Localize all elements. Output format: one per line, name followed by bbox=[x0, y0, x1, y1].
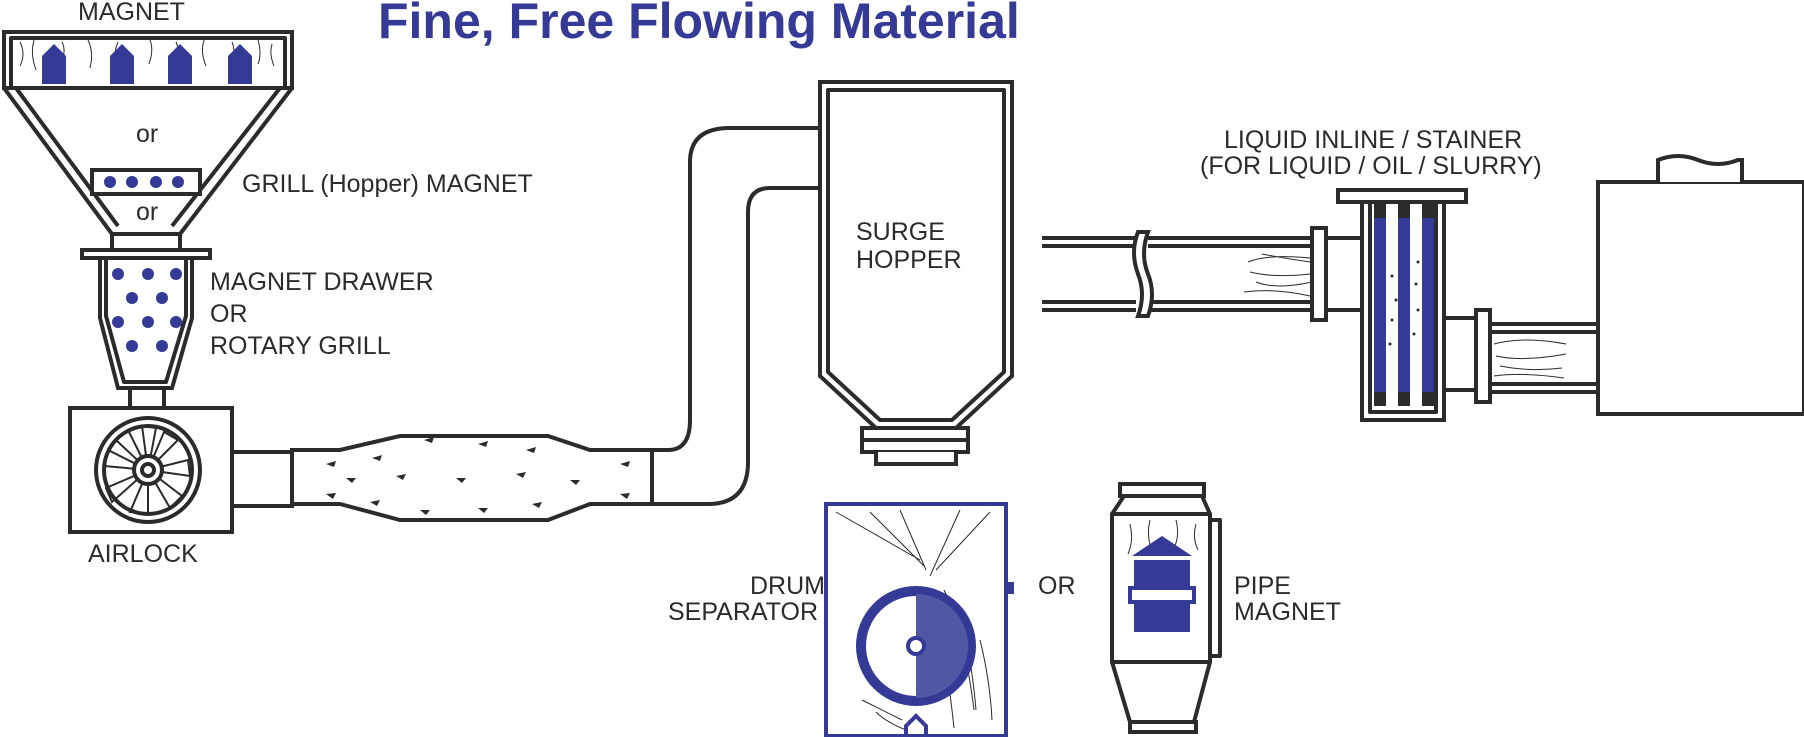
outlet-pipe bbox=[1490, 322, 1598, 394]
airlock-hub bbox=[132, 454, 164, 486]
grill-dot bbox=[104, 176, 116, 188]
magnet-block-4 bbox=[228, 44, 252, 84]
flow-arrows bbox=[326, 437, 630, 515]
drawer-dots bbox=[112, 268, 182, 352]
surge-hopper-inner bbox=[826, 88, 1006, 422]
inlet-stub bbox=[1324, 236, 1364, 312]
hopper-funnel-outer bbox=[2, 86, 294, 236]
pipe-magnet-cone bbox=[1132, 536, 1192, 556]
liquid-label-line2: (FOR LIQUID / OIL / SLURRY) bbox=[1200, 152, 1542, 180]
surge-label-line2: HOPPER bbox=[856, 246, 962, 274]
surge-hopper: SURGE HOPPER bbox=[818, 80, 1014, 466]
diagram-title: Fine, Free Flowing Material bbox=[378, 0, 1020, 49]
drum-outlet bbox=[904, 713, 928, 736]
magnet-block-3 bbox=[168, 44, 192, 84]
magnet-drawer-inner bbox=[104, 258, 188, 384]
drawer-label-line2: OR bbox=[210, 300, 248, 328]
hopper-neck bbox=[110, 232, 182, 252]
convey-pipe-bottom bbox=[652, 186, 820, 506]
pipe-magnet-core-1 bbox=[1134, 560, 1190, 586]
tank-cap bbox=[1656, 154, 1744, 182]
drawer-outlet bbox=[128, 386, 166, 410]
or-label-3: OR bbox=[1038, 572, 1076, 600]
pipe-magnet-ring bbox=[1128, 586, 1196, 604]
airlock-vanes bbox=[102, 424, 192, 516]
drum-axle bbox=[906, 636, 926, 656]
drawer-label-line3: ROTARY GRILL bbox=[210, 332, 391, 360]
pipe-label-line1: PIPE bbox=[1234, 572, 1291, 600]
hopper-unit: MAGNET or GRILL (Hopper) MAGNET or bbox=[2, 0, 533, 410]
airlock: AIRLOCK bbox=[68, 406, 234, 568]
liquid-strainer-line: LIQUID INLINE / STAINER (FOR LIQUID / OI… bbox=[1042, 126, 1804, 422]
convey-pipe-top bbox=[652, 126, 820, 452]
outlet-flow-texture bbox=[1493, 339, 1567, 379]
airlock-rotor-outer bbox=[94, 416, 202, 524]
inlet-flange bbox=[1310, 226, 1328, 322]
pipe-break bbox=[1132, 230, 1154, 318]
grill-dot bbox=[150, 176, 162, 188]
magnet-block-2 bbox=[110, 44, 134, 84]
magnet-label: MAGNET bbox=[78, 0, 185, 26]
drum-magnet-half bbox=[916, 590, 972, 702]
pipe-magnet-door bbox=[1208, 518, 1222, 658]
strainer-inner bbox=[1368, 200, 1438, 414]
airlock-outlet-pipe bbox=[230, 450, 294, 508]
outlet-flange bbox=[1474, 308, 1492, 404]
grill-dot bbox=[172, 176, 184, 188]
outlet-stub bbox=[1442, 316, 1478, 392]
drawer-label-line1: MAGNET DRAWER bbox=[210, 268, 434, 296]
inlet-flow-texture bbox=[1243, 253, 1313, 297]
airlock-axle bbox=[140, 462, 156, 478]
drum-label-line2: SEPARATOR bbox=[668, 598, 818, 626]
pipe-magnet-core-2 bbox=[1134, 604, 1190, 632]
drum-port bbox=[1006, 582, 1014, 594]
pipe-label-line2: MAGNET bbox=[1234, 598, 1341, 626]
inlet-pipe-left bbox=[1042, 236, 1136, 312]
liquid-label-line1: LIQUID INLINE / STAINER bbox=[1224, 126, 1522, 154]
surge-outlet bbox=[874, 452, 958, 466]
surge-flange-bottom bbox=[860, 438, 970, 454]
drum-separator: DRUM SEPARATOR bbox=[668, 502, 1014, 737]
or-label-1: or bbox=[136, 120, 158, 148]
grill-dot bbox=[126, 176, 138, 188]
hopper-magnet-inner bbox=[9, 36, 287, 90]
hopper-funnel-inner bbox=[14, 86, 282, 228]
drum-label-line1: DRUM bbox=[750, 572, 825, 600]
pipe-magnet: PIPE MAGNET bbox=[1110, 482, 1341, 734]
strainer-particles bbox=[1388, 260, 1420, 346]
or-label-2: or bbox=[136, 198, 158, 226]
pipe-magnet-texture bbox=[1127, 519, 1199, 555]
strainer-rod-3 bbox=[1422, 204, 1434, 406]
strainer-rod-1 bbox=[1374, 204, 1386, 406]
receiving-tank bbox=[1596, 180, 1804, 416]
conveying-line bbox=[230, 126, 820, 522]
surge-label-line1: SURGE bbox=[856, 218, 945, 246]
grill-label: GRILL (Hopper) MAGNET bbox=[242, 170, 533, 198]
airlock-label: AIRLOCK bbox=[88, 540, 198, 568]
strainer-rod-2 bbox=[1398, 204, 1410, 406]
magnet-block-1 bbox=[42, 44, 66, 84]
pipe-magnet-outlet bbox=[1128, 720, 1198, 734]
inlet-pipe-right bbox=[1148, 236, 1312, 312]
